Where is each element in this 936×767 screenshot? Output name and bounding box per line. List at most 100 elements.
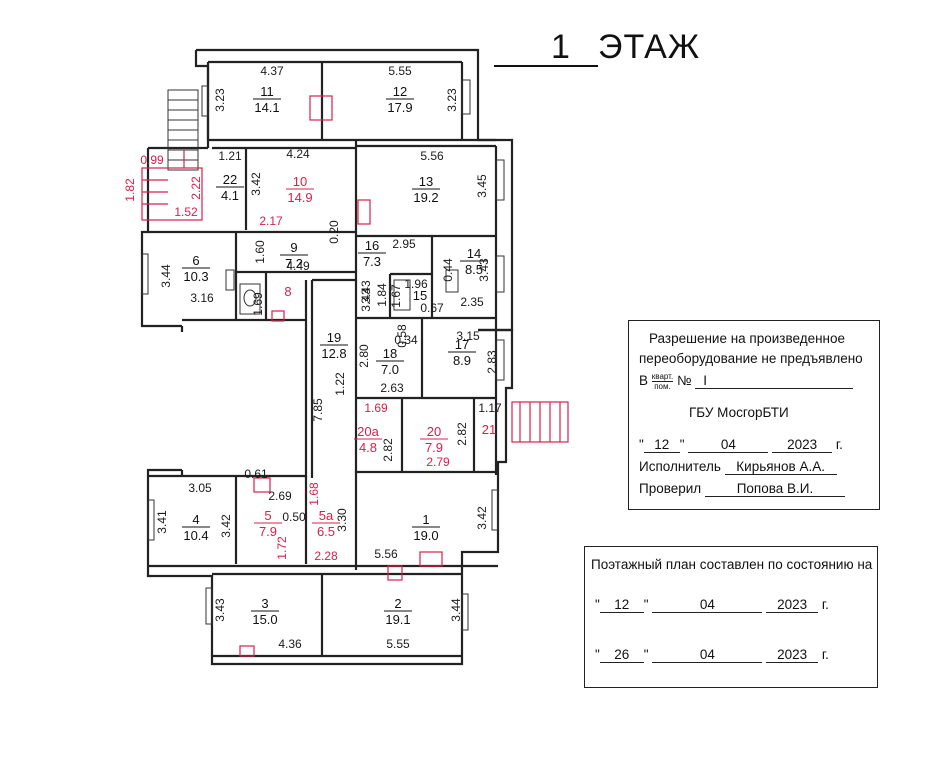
room-area: 15.0: [252, 612, 277, 627]
dimension-label: 1.96: [404, 277, 428, 291]
room-label: 315.0: [251, 596, 279, 627]
room-area: 8.9: [453, 353, 471, 368]
room-area: 4.1: [221, 188, 239, 203]
room-number: 3: [261, 596, 268, 611]
dimension-label-red: 2.22: [189, 176, 203, 200]
dimension-label-small: 0.44: [441, 258, 455, 282]
room-number: 6: [192, 253, 199, 268]
dimension-label: 3.43: [213, 598, 227, 622]
dimension-label: 1.22: [333, 372, 347, 396]
room-label: 610.3: [182, 253, 210, 284]
dimension-label: 2.69: [268, 489, 292, 503]
dimension-label-red: 1.68: [307, 482, 321, 506]
dimension-label: 5.55: [388, 64, 412, 78]
dimension-label-small: 0.50: [282, 510, 306, 524]
dimension-label-small: 0.34: [394, 333, 418, 347]
state-date-1-suffix: г.: [821, 597, 829, 612]
stamp-date-year: 2023: [772, 437, 833, 453]
windows: [141, 79, 505, 631]
room-area: 7.0: [381, 362, 399, 377]
state-date-1: "12" 04 2023 г.: [595, 597, 829, 613]
room-label: 15: [413, 288, 427, 303]
permission-line-1: Разрешение на произведенное: [649, 331, 846, 346]
room-number: 15: [413, 288, 427, 303]
room-number: 14: [467, 246, 481, 261]
dimension-label: 3.30: [335, 508, 349, 532]
room-number: 22: [223, 172, 237, 187]
state-date-2-month: 04: [652, 647, 763, 663]
room-area: 19.2: [413, 190, 438, 205]
state-date-1-day: 12: [599, 597, 644, 613]
floor-number: 1: [524, 29, 598, 67]
permission-stamp: Разрешение на произведенное переоборудов…: [628, 320, 880, 510]
dimension-label: 7.85: [311, 398, 325, 422]
entrance-stairs: [141, 89, 569, 443]
dimension-label: 3.42: [475, 506, 489, 530]
state-date-1-year: 2023: [766, 597, 819, 613]
dimension-label-red: 1.82: [123, 178, 137, 202]
room-number: 21: [482, 422, 496, 437]
dimension-label-red: 1.69: [364, 401, 388, 415]
executor-row: Исполнитель Кирьянов А.А.: [639, 459, 837, 475]
stamp-date-month: 04: [688, 437, 769, 453]
dimension-label: 4.37: [260, 64, 284, 78]
room-number: 17: [455, 337, 469, 352]
dimension-label: 5.55: [386, 637, 410, 651]
state-stamp: Поэтажный план составлен по состоянию на…: [584, 546, 878, 688]
room-label: 119.0: [412, 512, 440, 543]
dimension-label: 2.35: [460, 295, 484, 309]
dimension-label: 3.23: [213, 88, 227, 112]
dimension-label: 4.36: [278, 637, 302, 651]
dimension-label-red: 1.72: [275, 536, 289, 560]
room-area: 7.2: [285, 256, 303, 271]
stamp-date-suffix: г.: [835, 437, 843, 452]
dimension-label: 1.67: [389, 284, 403, 308]
room-number: 11: [260, 84, 274, 99]
checked-label: Проверил: [639, 481, 702, 496]
in-prefix: В: [639, 373, 649, 389]
room-area: 19.0: [413, 528, 438, 543]
checked-row: Проверил Попова В.И.: [639, 481, 845, 497]
dimension-label: 4.24: [286, 147, 310, 161]
stamp-date: "12" 04 2023 г.: [639, 437, 843, 453]
room-label: 178.9: [448, 337, 476, 368]
room-label: 97.2: [280, 240, 308, 271]
dimension-label: 2.82: [455, 422, 469, 446]
room-number: 4: [192, 512, 199, 527]
dimension-label-small: 0.61: [244, 467, 268, 481]
room-label: 21: [482, 422, 496, 437]
dimension-label: 3.23: [445, 88, 459, 112]
dimension-label-red: 2.79: [426, 455, 450, 469]
room-area: 14.9: [287, 190, 312, 205]
dimension-label: 3.15: [456, 329, 480, 343]
room-number: 13: [419, 174, 433, 189]
executor-label: Исполнитель: [639, 459, 721, 474]
dimension-label: 2.83: [485, 350, 499, 374]
dimension-label-red: 0.99: [140, 153, 164, 167]
floor-title-lead-line: [494, 29, 524, 67]
dimension-label-small: 0.67: [420, 301, 444, 315]
state-title: Поэтажный план составлен по состоянию на: [591, 557, 873, 572]
room-area: 10.4: [183, 528, 208, 543]
room-area: 7.9: [259, 524, 277, 539]
room-label: 207.9: [420, 424, 448, 455]
dimension-label: 3.45: [475, 174, 489, 198]
dimension-label: 2.82: [381, 438, 395, 462]
room-area: 17.9: [387, 100, 412, 115]
room-area: 10.3: [183, 269, 208, 284]
room-label: 57.9: [254, 508, 282, 539]
room-label: 224.1: [216, 172, 244, 203]
room-label: 187.0: [376, 346, 404, 377]
room-number: 16: [365, 238, 379, 253]
dimension-label: 3.42: [249, 172, 263, 196]
dimension-label: 3.43: [477, 258, 491, 282]
room-number: 9: [290, 240, 297, 255]
state-date-2: "26" 04 2023 г.: [595, 647, 829, 663]
room-area: 19.1: [385, 612, 410, 627]
dimension-label-small: 0.58: [395, 324, 409, 348]
dimension-label: 3.05: [188, 481, 212, 495]
room-number: 20: [427, 424, 441, 439]
